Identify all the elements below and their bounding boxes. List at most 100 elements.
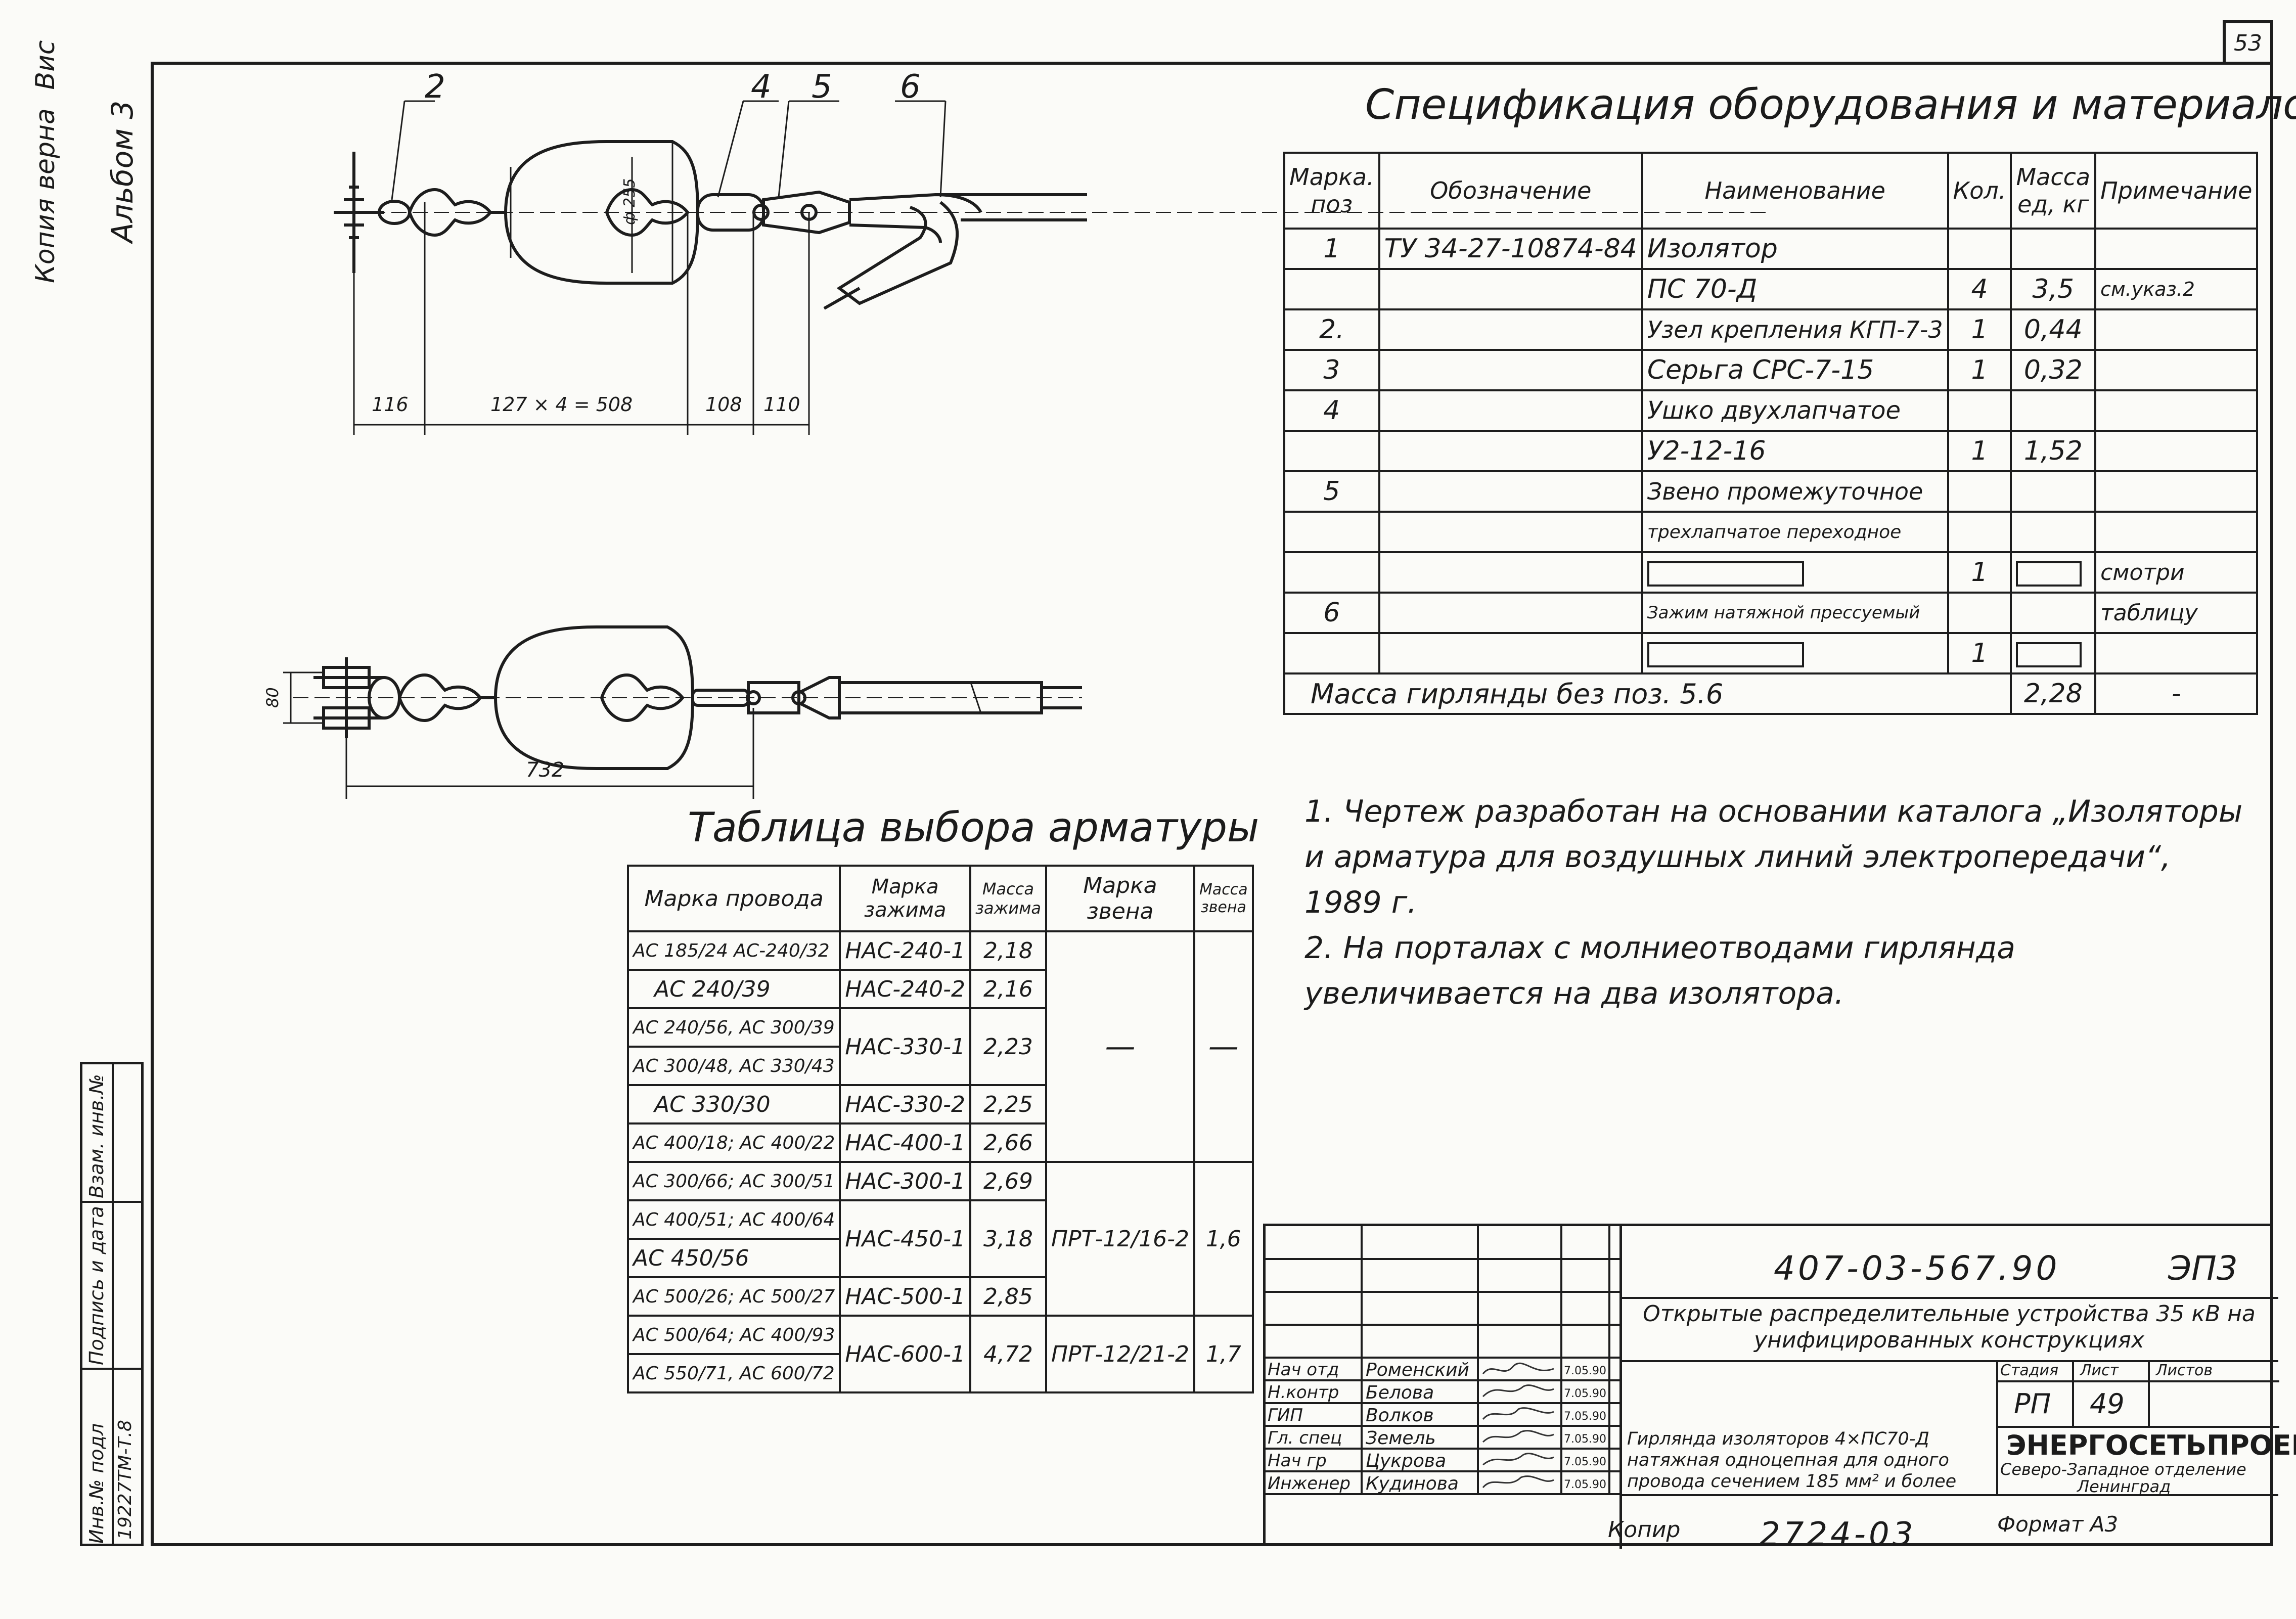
spec-cell-code bbox=[1378, 592, 1643, 634]
date: 7.05.90 bbox=[1564, 1387, 1606, 1400]
spec-cell-qty: 4 bbox=[1947, 268, 2012, 310]
signatures bbox=[1482, 1362, 1554, 1489]
spec-cell-name: Звено промежуточное bbox=[1641, 470, 1949, 513]
sel-clamp-mass: 3,18 bbox=[969, 1199, 1047, 1278]
blank-box bbox=[1647, 642, 1804, 667]
dim-110: 110 bbox=[763, 393, 800, 416]
spec-cell-qty bbox=[1947, 470, 2012, 513]
sel-header-clamp-mass: Масса зажима bbox=[969, 865, 1047, 932]
format-label: Формат А3 bbox=[1997, 1512, 2119, 1537]
sel-wire: АС 500/26; АС 500/27 bbox=[626, 1276, 841, 1317]
spec-row: 5 Звено промежуточное bbox=[1283, 470, 2259, 513]
spec-cell-qty: 1 bbox=[1947, 632, 2012, 674]
spec-cell-code bbox=[1378, 268, 1643, 310]
name: Роменский bbox=[1366, 1360, 1469, 1380]
date: 7.05.90 bbox=[1564, 1410, 1606, 1423]
sel-header-wire: Марка провода bbox=[626, 865, 841, 932]
blank-box-small bbox=[2016, 642, 2082, 667]
spec-cell-note: смотри bbox=[2094, 551, 2259, 594]
spec-cell-pos: 6 bbox=[1283, 592, 1380, 634]
spec-cell-mass bbox=[2010, 551, 2097, 594]
callout-6: 6 bbox=[900, 68, 921, 106]
dim-508: 127 × 4 = 508 bbox=[490, 393, 633, 416]
blank-box bbox=[1647, 561, 1804, 587]
role: Гл. спец bbox=[1268, 1428, 1342, 1448]
sel-clamp-mass: 4,72 bbox=[969, 1315, 1047, 1393]
dim-80: 80 bbox=[263, 687, 282, 708]
spec-cell-code bbox=[1378, 389, 1643, 432]
spec-title: Спецификация оборудования и материалов bbox=[1365, 81, 2296, 129]
copy-label: Копир bbox=[1608, 1517, 1681, 1543]
spec-cell-qty: 1 bbox=[1947, 308, 2012, 351]
spec-total-row: Масса гирлянды без поз. 5.6 2,28 - bbox=[1283, 672, 2259, 715]
notes: 1. Чертеж разработан на основании катало… bbox=[1304, 789, 2255, 1016]
spec-cell-code bbox=[1378, 632, 1643, 674]
spec-row: 3 Серьга СРС-7-15 1 0,32 bbox=[1283, 349, 2259, 391]
spec-cell-name: ПС 70-Д bbox=[1641, 268, 1949, 310]
callout-2: 2 bbox=[425, 68, 445, 106]
role: Инженер bbox=[1268, 1473, 1350, 1494]
name: Белова bbox=[1366, 1382, 1434, 1403]
spec-cell-note bbox=[2094, 470, 2259, 513]
role: ГИП bbox=[1268, 1405, 1303, 1425]
sel-clamp-mass: 2,23 bbox=[969, 1007, 1047, 1086]
spec-header-pos: Марка. поз bbox=[1283, 152, 1380, 230]
sel-wire: АС 400/18; АС 400/22 bbox=[626, 1122, 841, 1163]
sel-clamp: НАС-240-1 bbox=[839, 930, 971, 971]
spec-cell-mass bbox=[2010, 470, 2097, 513]
note-1: 1. Чертеж разработан на основании катало… bbox=[1304, 794, 2243, 920]
name: Волков bbox=[1366, 1405, 1434, 1426]
sel-wire: АС 300/48, АС 330/43 bbox=[626, 1046, 841, 1086]
spec-cell-note bbox=[2094, 389, 2259, 432]
names-column: Роменский Белова Волков Земель Цукрова К… bbox=[1366, 1359, 1469, 1495]
spec-cell-mass bbox=[2010, 228, 2097, 270]
spec-row: 1 bbox=[1283, 632, 2259, 674]
spec-cell-qty: 1 bbox=[1947, 349, 2012, 391]
selection-row: АС 400/18; АС 400/22 НАС-400-1 2,66 bbox=[626, 1122, 1253, 1163]
spec-total-label: Масса гирлянды без поз. 5.6 bbox=[1283, 672, 2012, 715]
role: Н.контр bbox=[1268, 1382, 1339, 1403]
sel-wire: АС 450/56 bbox=[626, 1238, 841, 1278]
sel-wire: АС 400/51; АС 400/64 bbox=[626, 1199, 841, 1240]
organization-city: Ленинград bbox=[2077, 1477, 2171, 1496]
spec-cell-pos: 5 bbox=[1283, 470, 1380, 513]
dates-column: 7.05.90 7.05.90 7.05.90 7.05.90 7.05.90 … bbox=[1564, 1360, 1606, 1496]
spec-cell-mass: 0,32 bbox=[2010, 349, 2097, 391]
sel-clamp: НАС-400-1 bbox=[839, 1122, 971, 1163]
spec-cell-name: Серьга СРС-7-15 bbox=[1641, 349, 1949, 391]
spec-cell-name: У2-12-16 bbox=[1641, 430, 1949, 472]
spec-cell-name: Узел крепления КГП-7-3 bbox=[1641, 308, 1949, 351]
spec-cell-code bbox=[1378, 551, 1643, 594]
drawing-name: Гирлянда изоляторов 4×ПС70-Д натяжная од… bbox=[1627, 1429, 1957, 1492]
spec-row: ПС 70-Д 4 3,5 см.указ.2 bbox=[1283, 268, 2259, 310]
selection-row: АС 185/24 АС-240/32 НАС-240-1 2,18 — — bbox=[626, 930, 1254, 1163]
selection-row: АС 240/39 НАС-240-2 2,16 bbox=[626, 969, 1253, 1009]
selection-row: АС 550/71, АС 600/72 bbox=[626, 1353, 1253, 1393]
spec-cell-mass bbox=[2010, 592, 2097, 634]
spec-cell-pos: 1 bbox=[1283, 228, 1380, 270]
name: Земель bbox=[1366, 1428, 1436, 1449]
sheets-label: Листов bbox=[2156, 1362, 2213, 1379]
role: Нач гр bbox=[1268, 1451, 1327, 1471]
spec-cell-mass: 1,52 bbox=[2010, 430, 2097, 472]
sel-header-link-mass: Масса звена bbox=[1193, 865, 1254, 932]
sel-clamp-mass: 2,85 bbox=[969, 1276, 1047, 1317]
spec-cell-note bbox=[2094, 228, 2259, 270]
spec-cell-name bbox=[1641, 551, 1949, 594]
spec-row: 4 Ушко двухлапчатое bbox=[1283, 389, 2259, 432]
sel-clamp: НАС-500-1 bbox=[839, 1276, 971, 1317]
spec-cell-code: ТУ 34-27-10874-84 bbox=[1378, 228, 1643, 270]
selection-header-row: Марка провода Марка зажима Масса зажима … bbox=[626, 865, 1254, 932]
name: Цукрова bbox=[1366, 1451, 1447, 1471]
organization-branch: Северо-Западное отделение bbox=[2000, 1460, 2246, 1479]
spec-cell-pos: 3 bbox=[1283, 349, 1380, 391]
roles-column: Нач отд Н.контр ГИП Гл. спец Нач гр Инже… bbox=[1268, 1359, 1350, 1495]
spec-header-code: Обозначение bbox=[1378, 152, 1643, 230]
sel-clamp: НАС-240-2 bbox=[839, 969, 971, 1009]
selection-row: АС 450/56 bbox=[626, 1238, 1253, 1278]
spec-cell-pos bbox=[1283, 430, 1380, 472]
selection-row: АС 330/30 НАС-330-2 2,25 bbox=[626, 1084, 1253, 1125]
spec-cell-name: Ушко двухлапчатое bbox=[1641, 389, 1949, 432]
dim-diameter: ф 255 bbox=[621, 178, 639, 225]
sel-clamp: НАС-300-1 bbox=[839, 1161, 971, 1201]
